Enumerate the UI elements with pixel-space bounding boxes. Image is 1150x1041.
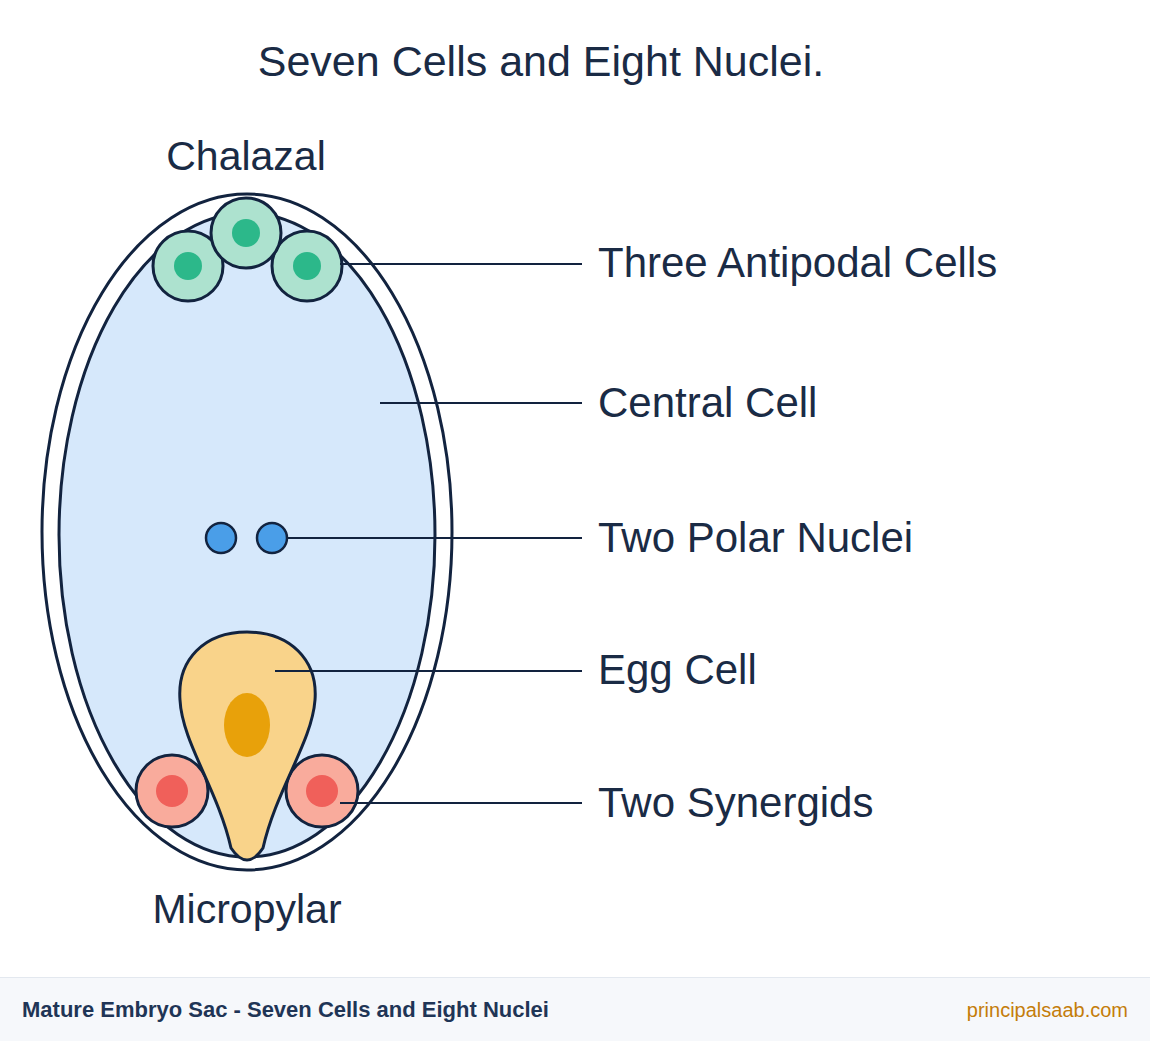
end-label: Chalazal	[166, 133, 326, 180]
watermark: principalsaab.com	[967, 999, 1128, 1022]
leader-line	[287, 537, 582, 539]
antipodal-cell	[211, 198, 281, 268]
synergid-nucleus	[306, 775, 338, 807]
diagram-title: Seven Cells and Eight Nuclei.	[258, 37, 824, 86]
synergid-cell	[136, 755, 208, 827]
leader-line	[340, 802, 582, 804]
antipodal-nucleus	[232, 219, 260, 247]
antipodal-cell	[272, 231, 342, 301]
egg-nucleus	[224, 693, 270, 757]
footer-caption: Mature Embryo Sac - Seven Cells and Eigh…	[22, 997, 549, 1022]
synergid-cell	[286, 755, 358, 827]
antipodal-nucleus	[293, 252, 321, 280]
leader-line	[275, 670, 582, 672]
egg-cell-shape	[180, 632, 315, 860]
polar-nucleus	[257, 523, 287, 553]
leader-line	[380, 402, 582, 404]
end-label: Micropylar	[152, 886, 341, 933]
polar-nucleus	[206, 523, 236, 553]
leader-line	[340, 263, 582, 265]
part-label: Central Cell	[598, 379, 817, 427]
part-label: Three Antipodal Cells	[598, 239, 997, 287]
part-label: Egg Cell	[598, 646, 757, 694]
part-label: Two Synergids	[598, 779, 873, 827]
outer-wall	[42, 194, 452, 870]
part-label: Two Polar Nuclei	[598, 514, 913, 562]
synergid-nucleus	[156, 775, 188, 807]
antipodal-nucleus	[174, 252, 202, 280]
